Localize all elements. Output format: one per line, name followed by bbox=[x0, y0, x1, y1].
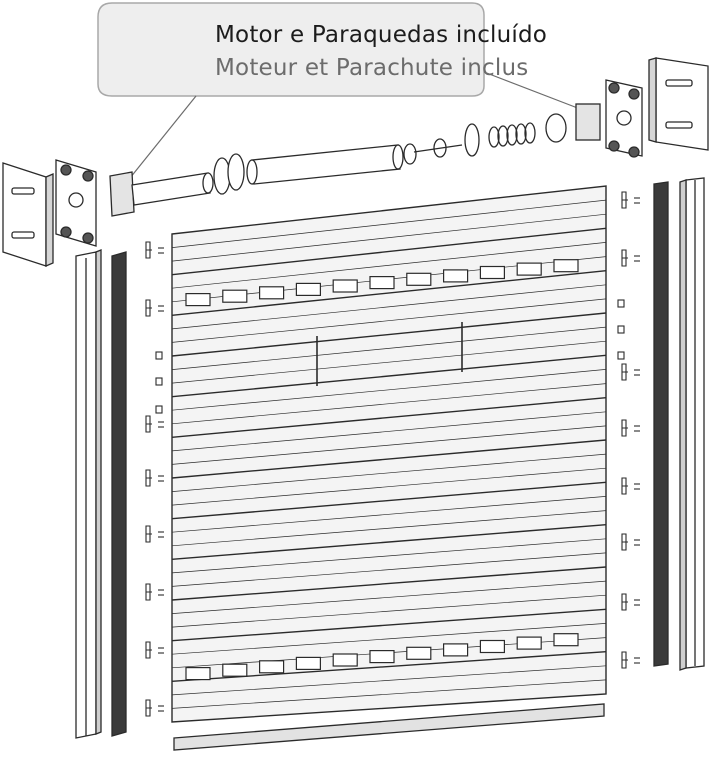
end-clip bbox=[145, 583, 152, 601]
slat-line bbox=[171, 481, 607, 520]
end-clip bbox=[621, 593, 628, 611]
slat-line bbox=[171, 623, 607, 655]
vision-window bbox=[222, 663, 248, 677]
slat-line bbox=[171, 383, 607, 425]
vision-window bbox=[479, 639, 505, 654]
vision-window bbox=[443, 269, 469, 283]
end-clip bbox=[145, 299, 152, 317]
clip-block bbox=[155, 405, 163, 414]
vision-window bbox=[406, 272, 432, 286]
callout-pointer-parachute bbox=[483, 71, 589, 113]
end-clip bbox=[145, 699, 152, 717]
motor-unit bbox=[109, 171, 214, 217]
slat-line bbox=[171, 665, 607, 696]
vision-window bbox=[185, 293, 211, 307]
slat-line bbox=[171, 326, 607, 370]
end-clip bbox=[621, 363, 628, 381]
end-clip bbox=[621, 249, 628, 267]
right-drum-plate bbox=[605, 79, 643, 158]
vision-window bbox=[479, 265, 505, 280]
slat-line bbox=[171, 227, 607, 276]
drum-caps bbox=[213, 153, 245, 195]
clip-block bbox=[617, 299, 625, 308]
vision-window-row-bottom bbox=[185, 633, 579, 681]
vision-window bbox=[259, 660, 285, 674]
end-clip bbox=[145, 469, 152, 487]
clip-block bbox=[617, 325, 625, 334]
vision-window bbox=[553, 259, 579, 273]
end-clip bbox=[621, 419, 628, 437]
clip-block bbox=[155, 351, 163, 360]
slat-line bbox=[171, 199, 607, 248]
right-wall-bracket bbox=[648, 57, 709, 151]
slat-line bbox=[171, 270, 607, 316]
clip-block bbox=[155, 377, 163, 386]
vision-window bbox=[222, 289, 248, 303]
slat-line bbox=[171, 312, 607, 357]
end-clip bbox=[145, 525, 152, 543]
right-guide-rail bbox=[653, 177, 705, 671]
end-clip bbox=[145, 415, 152, 433]
left-wall-bracket bbox=[2, 162, 54, 267]
slat-line bbox=[171, 397, 607, 438]
end-clip bbox=[145, 241, 152, 259]
vision-window bbox=[369, 276, 395, 290]
slat-line bbox=[171, 608, 607, 642]
vision-window bbox=[295, 656, 321, 671]
vision-window bbox=[443, 643, 469, 657]
end-clips-right bbox=[617, 191, 640, 669]
vision-window bbox=[406, 646, 432, 660]
vision-window bbox=[516, 262, 542, 276]
vision-window bbox=[185, 666, 211, 681]
slat-line bbox=[171, 496, 607, 533]
vision-window bbox=[369, 649, 395, 664]
end-clip bbox=[621, 191, 628, 209]
bottom-rail bbox=[173, 703, 605, 751]
slat-line bbox=[171, 510, 607, 547]
slat-line bbox=[171, 679, 607, 709]
slat-line bbox=[171, 524, 607, 560]
slat-line bbox=[171, 354, 607, 398]
vision-window bbox=[516, 636, 542, 650]
slat-line bbox=[171, 242, 607, 289]
end-clip bbox=[621, 477, 628, 495]
parachute-clamp bbox=[545, 103, 601, 143]
slat-line bbox=[171, 340, 607, 384]
end-clip bbox=[621, 651, 628, 669]
slat-line bbox=[171, 369, 607, 411]
slat-line bbox=[171, 213, 607, 262]
end-clip bbox=[145, 641, 152, 659]
left-drum-plate bbox=[55, 159, 97, 247]
slat-line bbox=[171, 566, 607, 601]
parachute-spring bbox=[488, 122, 536, 148]
slat-line bbox=[171, 453, 607, 492]
vision-window bbox=[259, 286, 285, 300]
slat-line bbox=[171, 298, 607, 343]
vision-window bbox=[332, 279, 358, 293]
axle-tube bbox=[246, 144, 404, 185]
end-clips-left bbox=[145, 241, 164, 717]
callout-bubble bbox=[97, 2, 485, 97]
slat-line bbox=[171, 284, 607, 330]
slat-line bbox=[171, 467, 607, 506]
slat-line bbox=[171, 594, 607, 628]
end-clip bbox=[621, 533, 628, 551]
slat-line bbox=[171, 425, 607, 465]
left-guide-rail bbox=[75, 249, 127, 739]
slat-line bbox=[171, 552, 607, 587]
slat-line bbox=[171, 580, 607, 614]
slat-line bbox=[171, 439, 607, 479]
axle-coupling bbox=[403, 123, 480, 165]
vision-window bbox=[553, 633, 579, 647]
slat-line bbox=[171, 411, 607, 452]
vision-window bbox=[332, 653, 358, 667]
vision-window bbox=[295, 282, 321, 296]
clip-block bbox=[617, 351, 625, 360]
door-curtain bbox=[171, 185, 607, 751]
slat-line bbox=[171, 538, 607, 574]
vision-window-row-top bbox=[185, 259, 579, 307]
callout-pointer-motor bbox=[129, 95, 197, 179]
